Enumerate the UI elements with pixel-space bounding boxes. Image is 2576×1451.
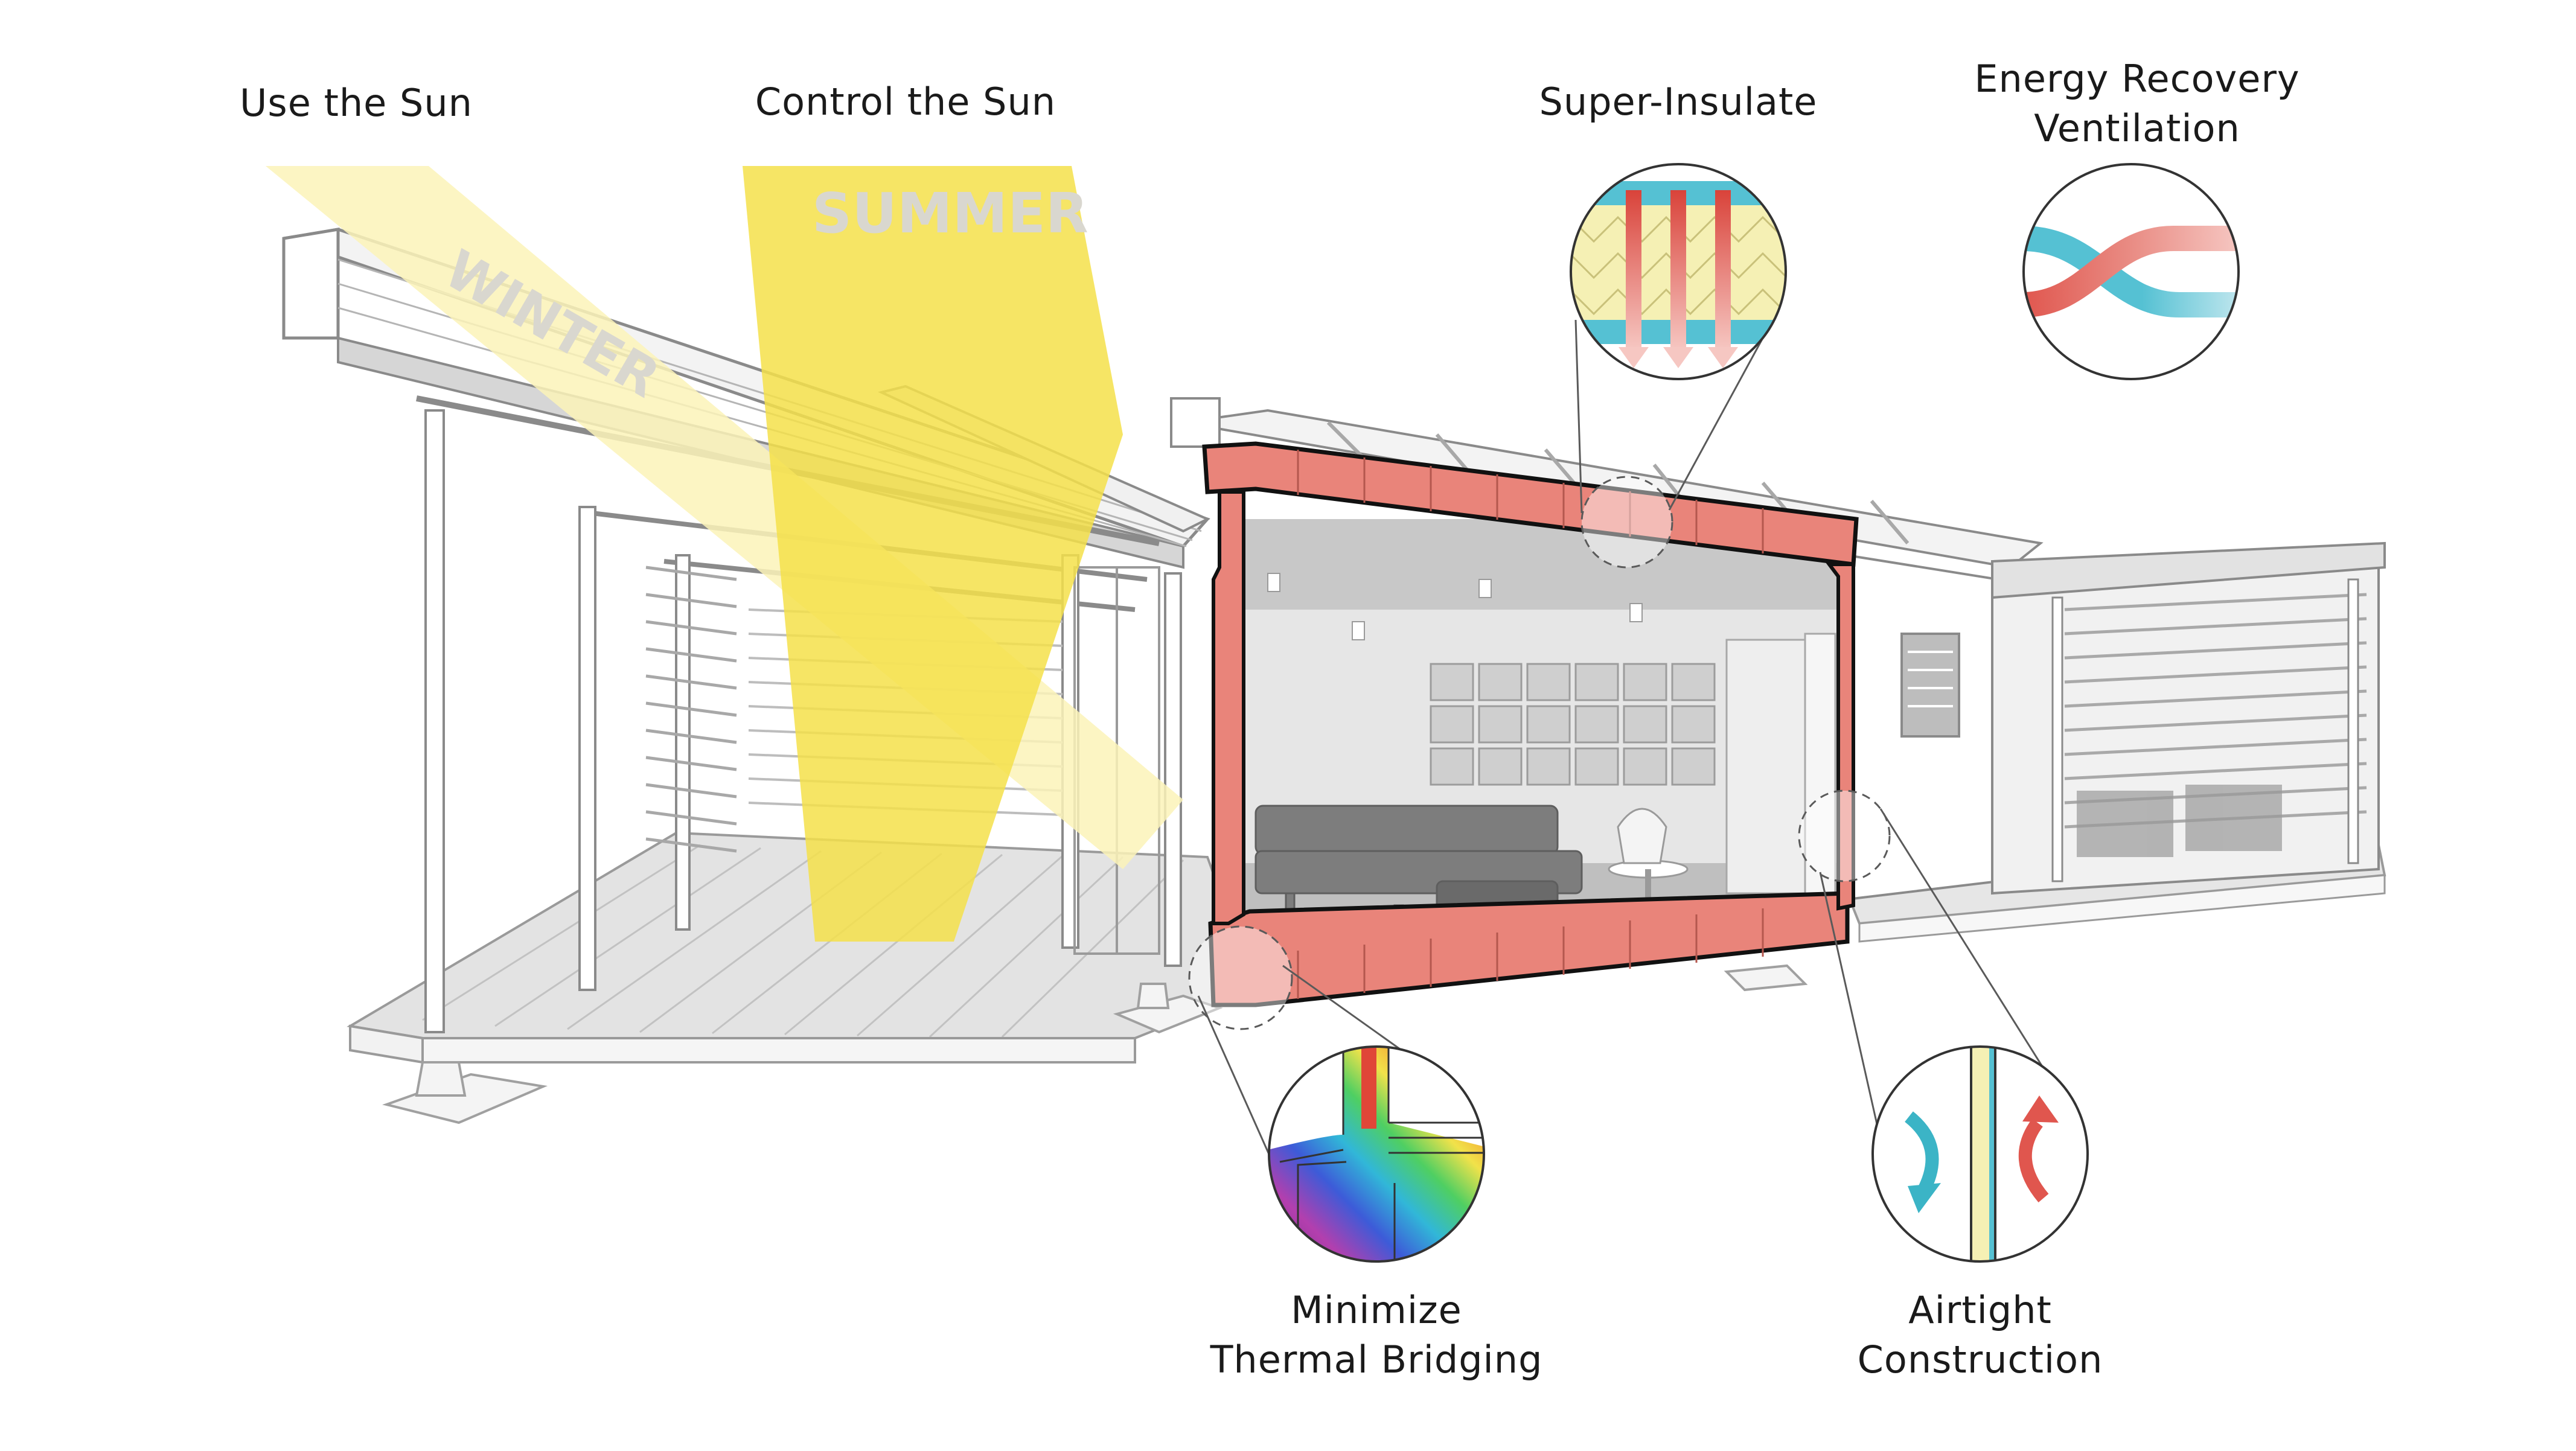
warm-air-arrow — [2018, 1118, 2049, 1203]
energy-recovery-detail — [2022, 163, 2240, 380]
airtight-line1: Airtight — [1908, 1288, 2052, 1332]
heat-loss-arrows — [1619, 190, 1738, 368]
control-the-sun-label: Control the Sun — [737, 77, 1075, 127]
foundation-pads — [382, 964, 1808, 1124]
thermal-bridging-detail — [1268, 1045, 1485, 1263]
super-insulate-text: Super-Insulate — [1539, 80, 1818, 124]
airtight-construction-label: Airtight Construction — [1811, 1286, 2149, 1385]
summer-label: SUMMER — [812, 181, 1088, 246]
minimize-thermal-bridging-label: Minimize Thermal Bridging — [1183, 1286, 1570, 1385]
deck — [347, 831, 1258, 1064]
summer-sun-beam — [743, 166, 1123, 942]
airtight-detail — [1871, 1045, 2089, 1263]
use-the-sun-label: Use the Sun — [223, 78, 489, 128]
minimize-line2: Thermal Bridging — [1210, 1338, 1543, 1382]
right-block — [1846, 553, 1999, 901]
minimize-line1: Minimize — [1291, 1288, 1462, 1332]
insulation-envelope — [1202, 441, 1859, 1007]
energy-recovery-line2: Ventilation — [2034, 106, 2240, 150]
interior-room — [1238, 519, 1841, 936]
energy-recovery-line1: Energy Recovery — [1974, 57, 2300, 101]
super-insulate-detail — [1570, 163, 1787, 380]
energy-recovery-label: Energy Recovery Ventilation — [1944, 54, 2330, 153]
louver-screen — [645, 566, 737, 853]
super-insulate-label: Super-Insulate — [1509, 77, 1847, 127]
far-right-house — [1991, 541, 2386, 895]
use-the-sun-text: Use the Sun — [240, 81, 473, 125]
cold-air-arrow — [1904, 1111, 1939, 1196]
control-the-sun-text: Control the Sun — [755, 80, 1056, 124]
airtight-line2: Construction — [1857, 1338, 2103, 1382]
